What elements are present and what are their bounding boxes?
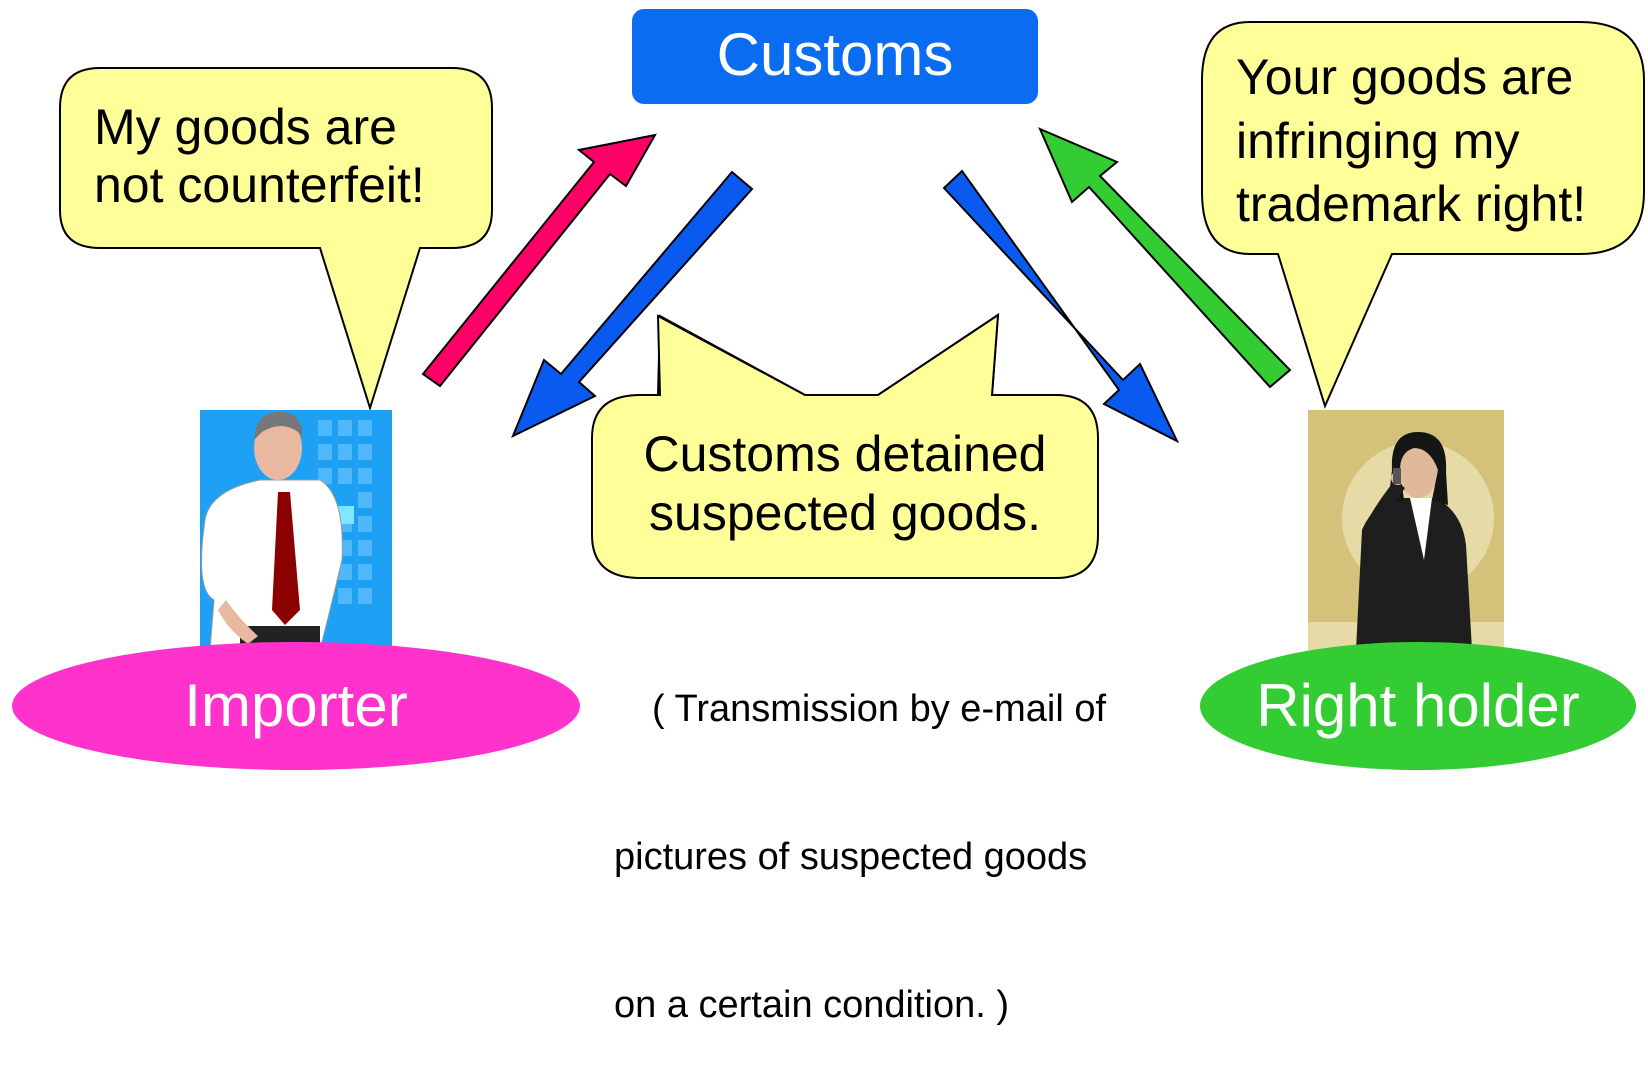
arrow-customs-to-rightholder	[942, 169, 1180, 444]
arrow-importer-to-customs	[421, 133, 657, 388]
importer-speech-bubble	[59, 67, 493, 412]
businessman-icon	[200, 410, 392, 651]
diagram-stage: Customs My goods are not counterfeit! Yo…	[12, 9, 1645, 1026]
center-speech-bubble-outline	[591, 313, 1099, 579]
rightholder-ellipse	[1200, 642, 1636, 770]
importer-label: Importer	[184, 672, 408, 739]
importer-speech-line-1: My goods are	[94, 99, 397, 155]
customs-box	[632, 9, 1038, 104]
rightholder-speech-text: Your goods are infringing my trademark r…	[1236, 46, 1586, 237]
rightholder-speech-bubble	[1201, 21, 1645, 409]
rightholder-label: Right holder	[1256, 672, 1580, 739]
center-note-line-3: on a certain condition. )	[614, 984, 1010, 1027]
importer-ellipse	[12, 642, 580, 770]
customs-label: Customs	[716, 21, 954, 88]
rightholder-speech-line-2: infringing my	[1236, 112, 1520, 169]
center-speech-line-1: Customs detained	[643, 426, 1047, 482]
diagram-canvas	[12, 9, 1645, 770]
importer-speech-text: My goods are not counterfeit!	[94, 98, 425, 214]
rightholder-speech-line-1: Your goods are	[1236, 49, 1574, 105]
center-speech-line-2: suspected goods.	[649, 485, 1041, 541]
importer-speech-line-2: not counterfeit!	[94, 157, 425, 213]
center-note: ( Transmission by e-mail of pictures of …	[614, 586, 1106, 1080]
center-speech-text: Customs detained suspected goods.	[592, 425, 1098, 543]
businesswoman-phone-icon	[1308, 410, 1504, 650]
rightholder-speech-line-3: trademark right!	[1236, 176, 1587, 232]
arrow-customs-to-importer	[511, 170, 754, 439]
center-note-line-2: pictures of suspected goods	[614, 835, 1088, 878]
center-note-line-1: ( Transmission by e-mail of	[614, 687, 1107, 730]
arrow-rightholder-to-customs	[1038, 127, 1292, 389]
